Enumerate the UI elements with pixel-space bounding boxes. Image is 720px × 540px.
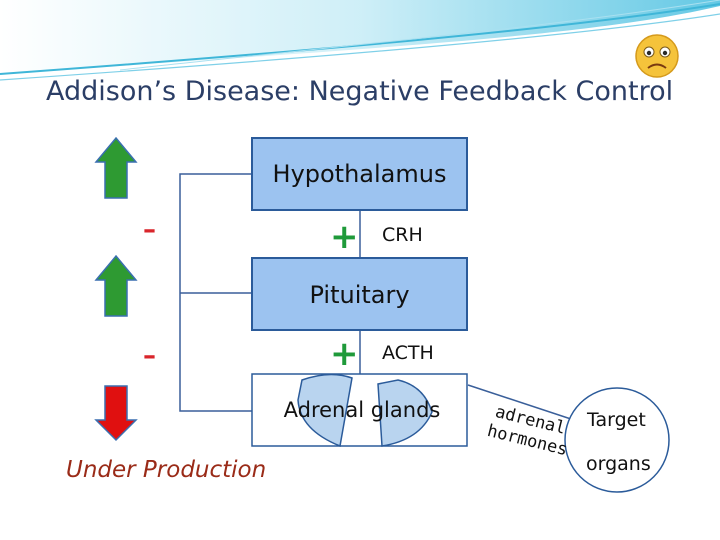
- target-organs-line1: Target: [587, 409, 646, 431]
- minus-bottom: –: [143, 341, 156, 371]
- pituitary-box: [251, 257, 468, 331]
- slide-title: Addison’s Disease: Negative Feedback Con…: [46, 76, 674, 107]
- crh-label: CRH: [382, 224, 423, 246]
- up-arrow-middle: [94, 254, 138, 317]
- pituitary-label: Pituitary: [309, 281, 410, 309]
- plus-acth: +: [330, 334, 359, 374]
- header-swoosh: [0, 0, 720, 81]
- target-organs-line2: organs: [586, 453, 651, 475]
- sad-face-icon: [632, 30, 682, 80]
- down-arrow-bottom: [94, 385, 138, 442]
- right-adrenal-gland: [377, 379, 433, 447]
- plus-crh: +: [330, 217, 359, 257]
- acth-label: ACTH: [382, 342, 434, 364]
- left-adrenal-gland: [297, 373, 353, 448]
- target-organs-circle: [564, 387, 670, 493]
- adrenal-label: Adrenal glands: [283, 398, 441, 422]
- hypothalamus-label: Hypothalamus: [272, 160, 447, 188]
- under-production-label: Under Production: [66, 457, 267, 483]
- up-arrow-top: [94, 136, 138, 199]
- minus-top: –: [143, 215, 156, 245]
- hypothalamus-box: [251, 137, 468, 211]
